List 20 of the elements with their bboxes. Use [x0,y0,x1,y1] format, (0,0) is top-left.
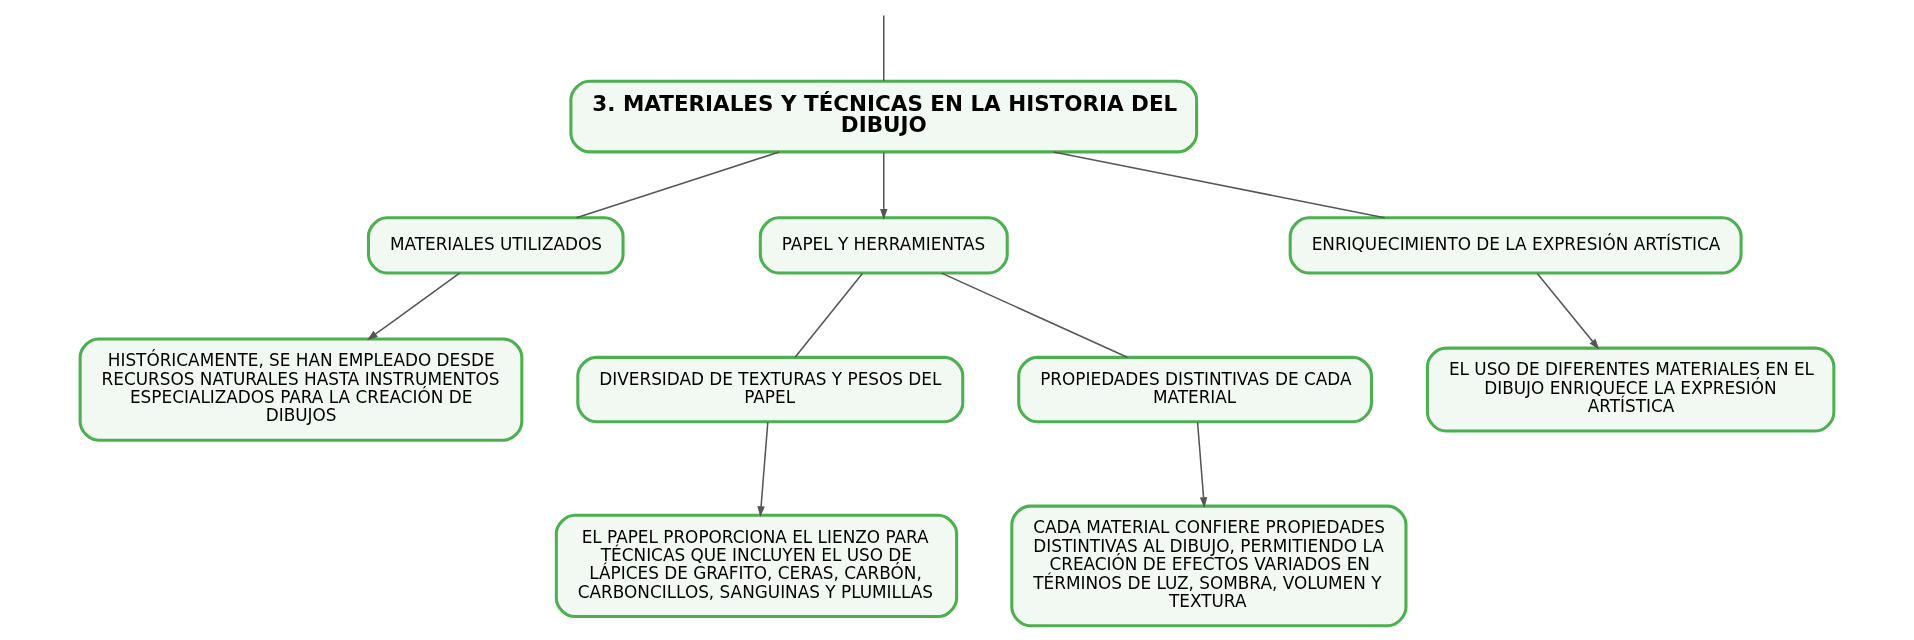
node-box: HISTÓRICAMENTE, SE HAN EMPLEADO DESDE RECURSOS NATURALES HASTA INSTRUMENTOS ESPECIALIZADOS PARA LA CREACIÓN DE DIBUJOS [78,337,524,442]
node-box: CADA MATERIAL CONFIERE PROPIEDADES DISTINTIVAS AL DIBUJO, PERMITIENDO LA CREACIÓN DE EFECTOS VARIADOS EN TÉRMINOS DE LUZ, SOMBRA, VOLUMEN Y TEXTURA [1010,504,1408,628]
node-box: EL PAPEL PROPORCIONA EL LIENZO PARA TÉCNICAS QUE INCLUYEN EL USO DE LÁPICES DE GRAFITO, CERAS, CARBÓN, CARBONCILLOS, SANGUINAS Y PLUMILLAS [554,513,959,619]
node-box: DIVERSIDAD DE TEXTURAS Y PESOS DEL PAPEL [576,355,965,424]
connector [1052,151,1386,219]
arrow [367,272,461,341]
node-box: EL USO DE DIFERENTES MATERIALES EN EL DIBUJO ENRIQUECE LA EXPRESIÓN ARTÍSTICA [1425,346,1836,433]
arrow [757,421,769,517]
node-box: PAPEL Y HERRAMIENTAS [758,216,1009,275]
node-box: PROPIEDADES DISTINTIVAS DE CADA MATERIAL [1017,355,1373,424]
connector [575,151,781,219]
arrow [1536,272,1600,350]
node-box: 3. MATERIALES Y TÉCNICAS EN LA HISTORIA DEL DIBUJO [569,79,1199,154]
node-box: MATERIALES UTILIZADOS [366,216,625,275]
arrow [880,151,888,220]
node-box: ENRIQUECIMIENTO DE LA EXPRESIÓN ARTÍSTICA [1288,216,1743,275]
arrow [1196,421,1208,508]
connector [940,272,1129,359]
connector [883,14,885,82]
connector [794,272,864,358]
